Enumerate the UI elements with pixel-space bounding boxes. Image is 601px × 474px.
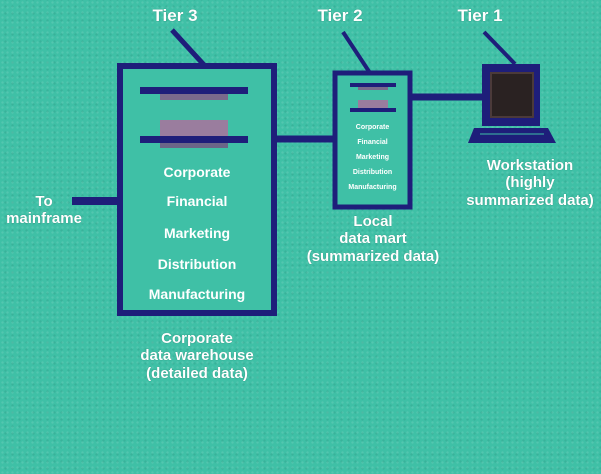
warehouse-box: [117, 63, 277, 316]
mainframe-label-line2: mainframe: [6, 210, 82, 228]
warehouse-item-marketing: Marketing: [163, 225, 231, 241]
warehouse-media-icon: [140, 87, 248, 148]
datamart-item-financial: Financial: [357, 139, 388, 146]
datamart-caption-line3: (summarized data): [306, 247, 440, 265]
warehouse-caption-line1: Corporate: [161, 330, 233, 347]
tier1-label: Tier 1: [457, 6, 503, 25]
mainframe-label: To mainframe: [2, 193, 86, 228]
tier1-pointer: [482, 30, 517, 66]
warehouse-caption-line2: data warehouse: [140, 347, 254, 365]
workstation-caption-line1: Workstation: [486, 157, 574, 174]
warehouse-caption: Corporate data warehouse (detailed data): [112, 330, 282, 382]
datamart-box: [332, 70, 413, 210]
tier2-label: Tier 2: [317, 6, 363, 25]
workstation-caption-line3: summarized data): [466, 191, 594, 209]
workstation-icon: [468, 64, 556, 143]
datamart-media-icon: [350, 83, 396, 112]
workstation-caption-line2: (highly: [505, 174, 555, 192]
datamart-item-marketing: Marketing: [355, 154, 390, 161]
warehouse-item-distribution: Distribution: [157, 256, 237, 272]
workstation-caption: Workstation (highly summarized data): [460, 157, 600, 209]
tier3-label: Tier 3: [152, 6, 198, 25]
warehouse-caption-line3: (detailed data): [146, 364, 248, 382]
tier3-pointer: [170, 28, 207, 68]
datamart-caption-line1: Local: [353, 213, 393, 230]
connector-lines: [72, 28, 517, 205]
mainframe-label-line1: To: [35, 193, 53, 210]
tier2-pointer: [341, 30, 372, 75]
datamart-caption: Local data mart (summarized data): [292, 213, 454, 265]
datamart-item-corporate: Corporate: [355, 124, 390, 131]
warehouse-item-corporate: Corporate: [163, 164, 231, 180]
datamart-item-distribution: Distribution: [352, 169, 393, 176]
warehouse-item-manufacturing: Manufacturing: [148, 286, 246, 302]
datamart-item-manufacturing: Manufacturing: [348, 184, 397, 191]
datamart-caption-line2: data mart: [339, 230, 407, 248]
warehouse-item-financial: Financial: [166, 193, 228, 209]
